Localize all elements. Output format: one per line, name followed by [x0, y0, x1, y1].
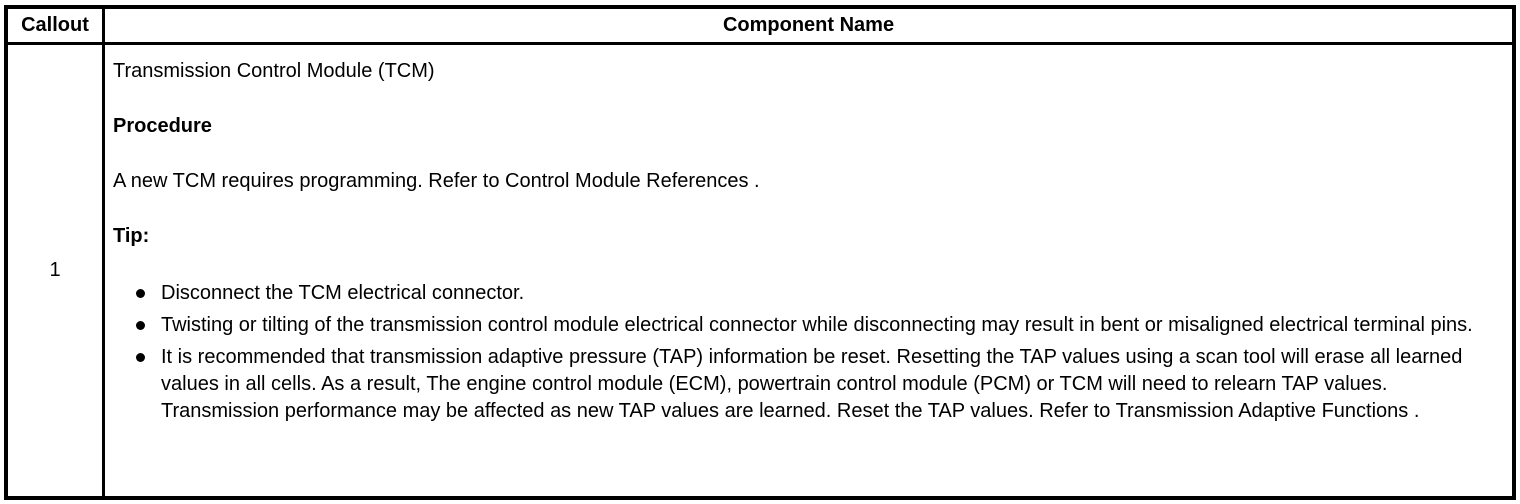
tip-item-2: Twisting or tilting of the transmission … [113, 312, 1492, 339]
tip-heading: Tip: [113, 225, 150, 247]
callout-number: 1 [8, 45, 105, 496]
component-name-cell: Transmission Control Module (TCM) Proced… [105, 45, 1512, 496]
tip-item-3: It is recommended that transmission adap… [113, 344, 1492, 425]
component-name-column-header: Component Name [722, 14, 895, 36]
component-callout-table: Callout Component Name 1 Transmission Co… [4, 5, 1516, 500]
procedure-text: A new TCM requires programming. Refer to… [113, 170, 760, 192]
component-title: Transmission Control Module (TCM) [113, 60, 435, 82]
procedure-heading: Procedure [113, 115, 212, 137]
tip-item-1: Disconnect the TCM electrical connector. [113, 280, 1492, 307]
component-description: Transmission Control Module (TCM) Proced… [105, 45, 1512, 440]
callout-column-header: Callout [8, 9, 105, 42]
table-row: 1 Transmission Control Module (TCM) Proc… [8, 45, 1512, 496]
table-header-row: Callout Component Name [8, 9, 1512, 45]
tips-list: Disconnect the TCM electrical connector.… [113, 280, 1492, 425]
